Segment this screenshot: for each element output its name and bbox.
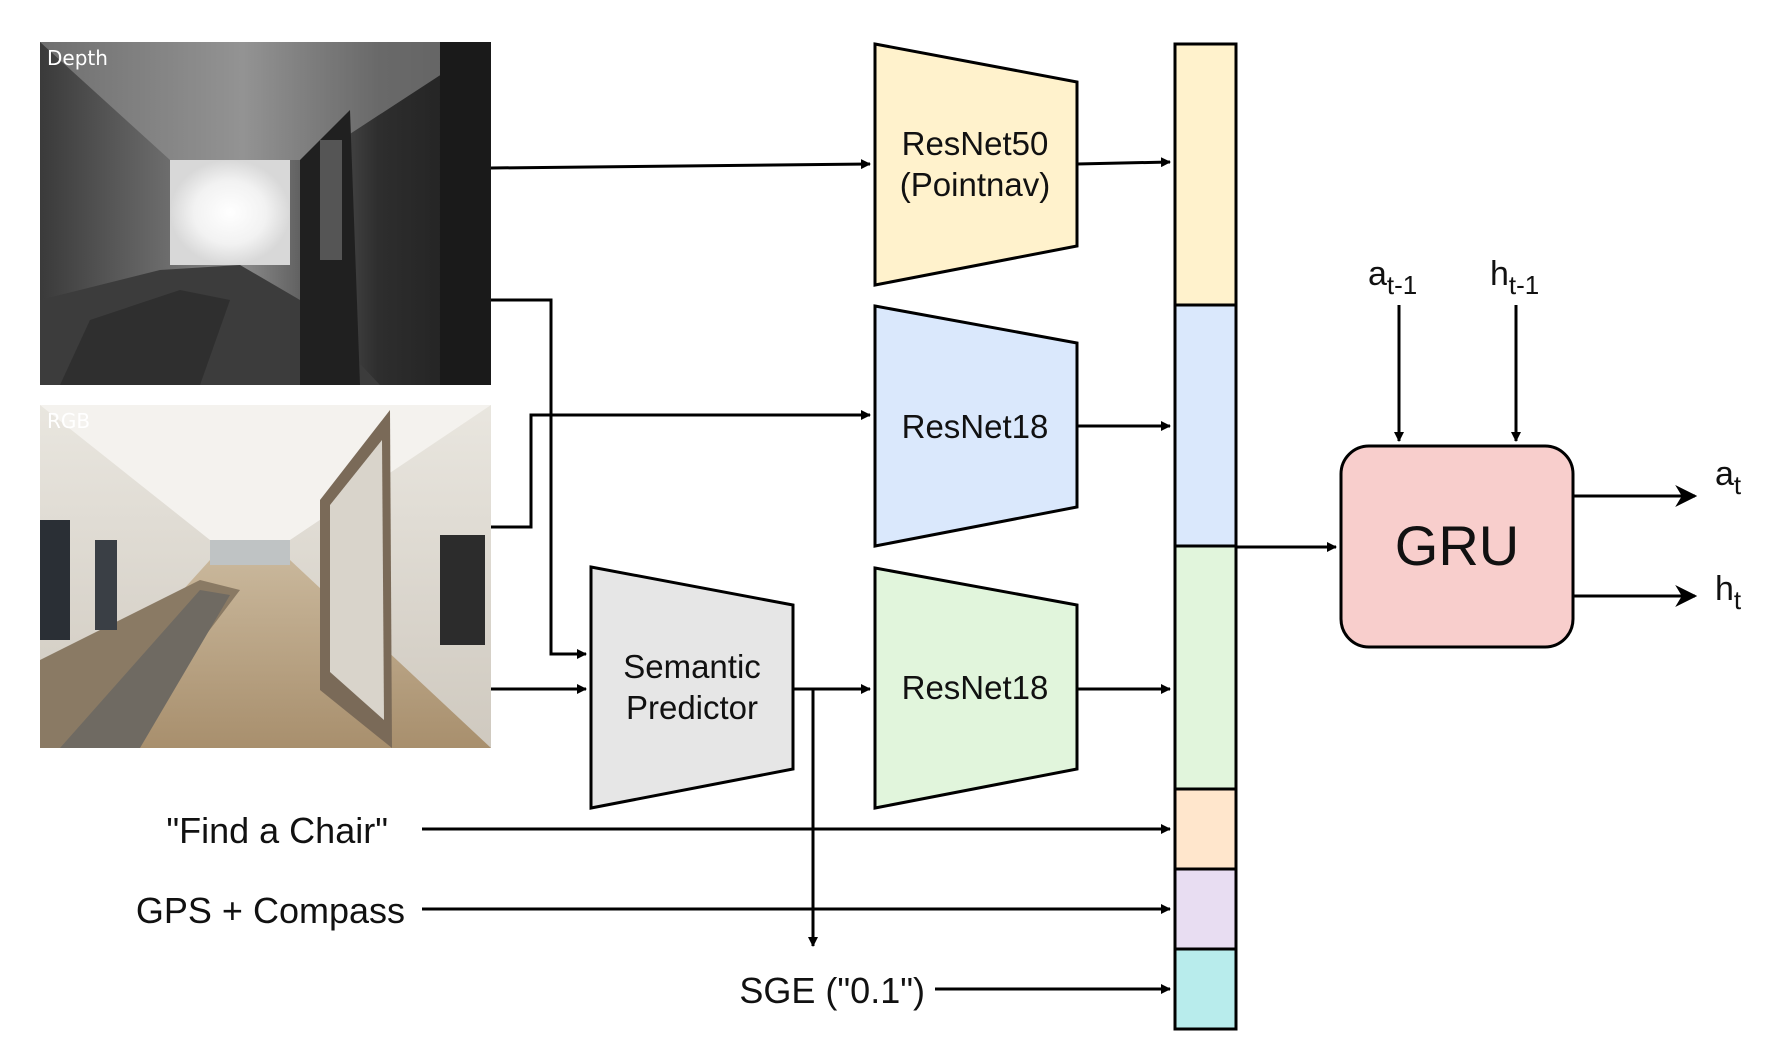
gru-block: GRU — [1339, 444, 1575, 649]
action-output-label: at — [1715, 455, 1742, 500]
sge-embedding — [1173, 947, 1238, 1031]
depth-image: Depth — [40, 42, 491, 385]
feature-vector — [1173, 42, 1238, 1031]
gps-compass-embedding — [1173, 867, 1238, 951]
predictor-label: Predictor — [626, 689, 758, 726]
gps-compass-input: GPS + Compass — [136, 890, 405, 931]
resnet18-label: ResNet18 — [902, 408, 1049, 445]
rgb-image-label: RGB — [47, 409, 90, 433]
arrow-rgb-to-resnet18 — [491, 410, 871, 529]
resnet18-label: ResNet18 — [902, 669, 1049, 706]
semantic-label: Semantic — [623, 648, 761, 685]
arrow-depth-to-resnet50 — [490, 159, 871, 170]
arrow-resnet50-to-vector — [1076, 157, 1171, 168]
resnet50-features — [1173, 42, 1238, 307]
resnet50-label: ResNet50 — [902, 125, 1049, 162]
arrow-depth-to-semantic — [491, 298, 587, 659]
hidden-output-label: ht — [1715, 570, 1742, 615]
resnet50-pointnav-encoder: ResNet50 (Pointnav) — [873, 42, 1079, 287]
gru-label: GRU — [1395, 514, 1519, 577]
connections — [422, 157, 1698, 994]
resnet18-semantic-features — [1173, 544, 1238, 791]
sge-input: SGE ("0.1") — [739, 970, 925, 1011]
pointnav-label: (Pointnav) — [900, 166, 1050, 203]
goal-embedding — [1173, 787, 1238, 871]
semantic-predictor: Semantic Predictor — [589, 565, 795, 810]
resnet18-semantic-encoder: ResNet18 — [873, 566, 1079, 810]
prev-action-label: at-1 — [1368, 255, 1417, 300]
rgb-image: RGB — [40, 405, 491, 748]
depth-image-label: Depth — [47, 46, 108, 70]
prev-hidden-label: ht-1 — [1490, 255, 1539, 300]
resnet18-depth-features — [1173, 303, 1238, 548]
resnet18-depth-encoder: ResNet18 — [873, 304, 1079, 548]
goal-text-input: "Find a Chair" — [166, 810, 388, 851]
